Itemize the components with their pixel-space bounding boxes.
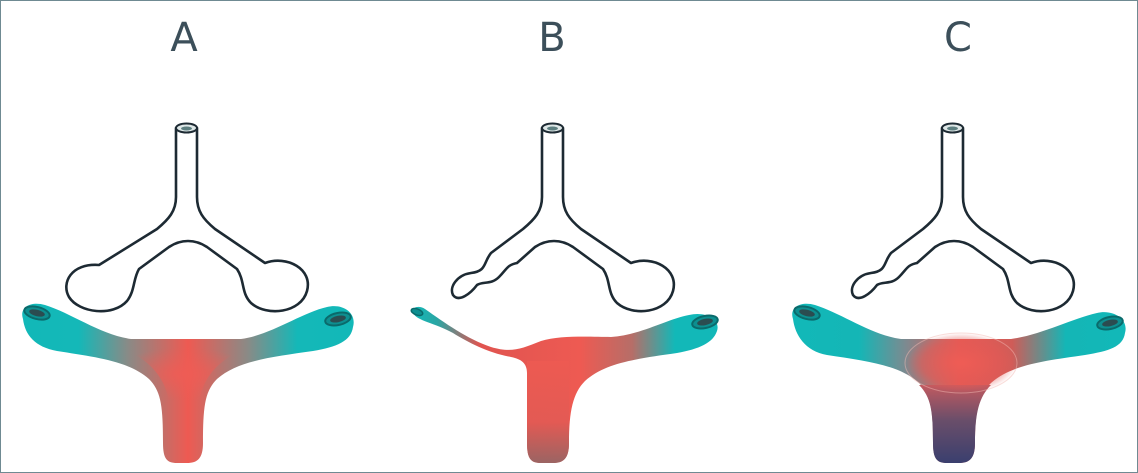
- panel-a-vein-outline: [66, 128, 308, 311]
- panel-a: [22, 124, 353, 464]
- panel-c-vein-outline: [852, 128, 1074, 311]
- panel-b-vein-outline: [452, 128, 674, 311]
- panel-c: [792, 124, 1125, 464]
- panel-b: [410, 124, 719, 464]
- panel-c-inflow-highlight: [905, 333, 1017, 393]
